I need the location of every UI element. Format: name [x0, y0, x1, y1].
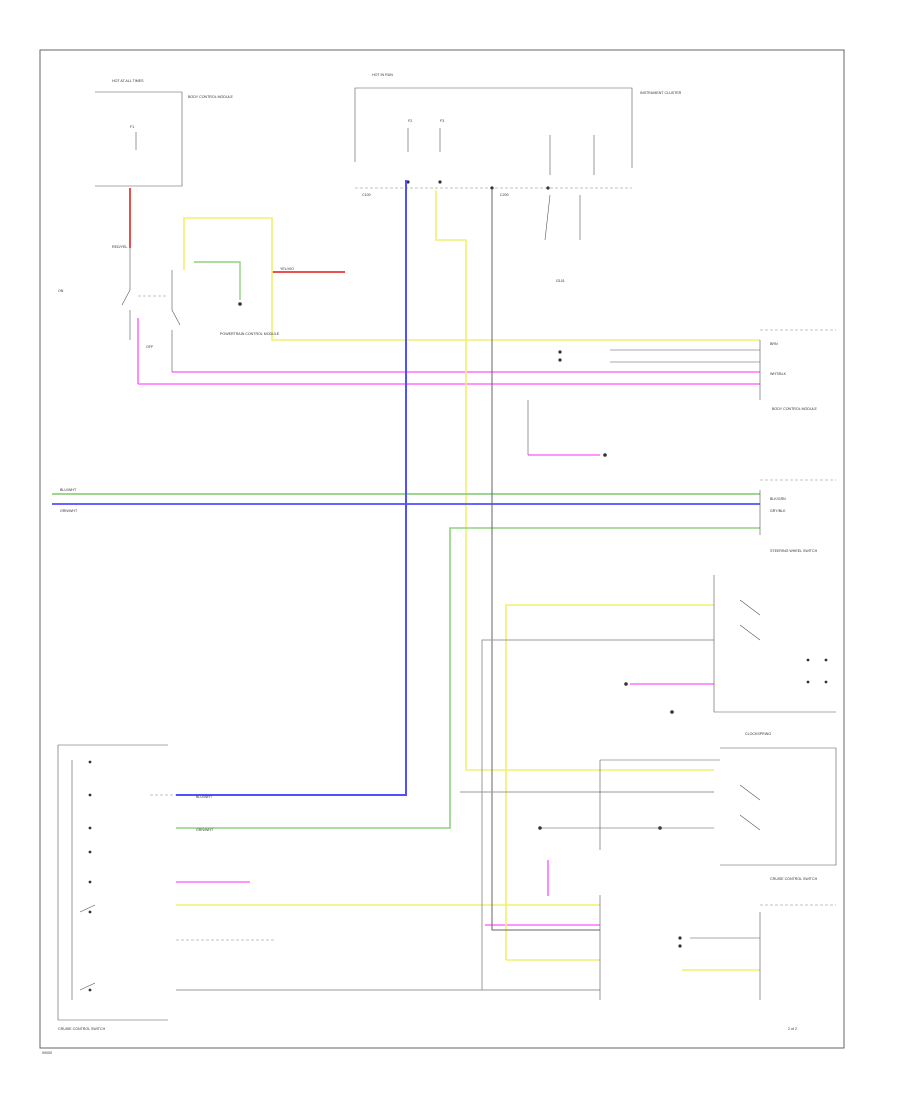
wire-label-red-yel: RED/YEL: [112, 245, 127, 249]
hot-at-all-times-label: HOT AT ALL TIMES: [112, 79, 144, 83]
wire-green-small: [194, 261, 241, 300]
wire-black-vertical: [491, 190, 600, 931]
wire-grey-right: [481, 639, 714, 990]
connector-box-bottom-right: 2 of 2: [599, 895, 836, 1031]
wire-label-grn: GRN/WHT: [196, 828, 214, 832]
wire-label-blu: BLU/WHT: [196, 795, 213, 799]
wire-yellow-vertical-center: [435, 190, 714, 771]
fuse-block-left: HOT AT ALL TIMES F1 BODY CONTROL MODULE: [95, 79, 234, 187]
switch-group-left: ON OFF POWERTRAIN CONTROL MODULE: [58, 248, 280, 372]
wire-label-yel-vio: YEL/VIO: [280, 267, 294, 271]
module-box-steering: STEERING WHEEL SWITCH: [624, 549, 836, 714]
module-label-cruise: CRUISE CONTROL SWITCH: [770, 877, 818, 881]
fuse-box-caption: INSTRUMENT CLUSTER: [640, 91, 682, 95]
wire-green-vertical: [176, 527, 760, 829]
fuse-label-f1: F1: [130, 125, 134, 129]
module-label-steering: STEERING WHEEL SWITCH: [770, 549, 818, 553]
wire-yellow-top-left: [183, 217, 760, 341]
hot-in-run-label: HOT IN RUN: [372, 73, 393, 77]
ground-label: G101: [556, 279, 565, 283]
switch-label-off: OFF: [146, 345, 154, 349]
table-row-label-2: WHT/BLK: [770, 372, 787, 376]
page-tag: 2 of 2: [788, 1027, 797, 1031]
bus-terminal-right: BLK/GRN GRY/BLK: [759, 479, 836, 535]
fuse-label-f3: F3: [440, 119, 444, 123]
module-label-bcm: BODY CONTROL MODULE: [772, 407, 818, 411]
bus-label-2: GRY/BLK: [770, 509, 786, 513]
switch-label-on: ON: [58, 289, 64, 293]
module-box-clockspring: CLOCKSPRING CRUISE CONTROL SWITCH: [538, 732, 837, 881]
connector-label-c100: C100: [362, 193, 371, 197]
wire-label-blu-wht: BLU/WHT: [60, 488, 77, 492]
wire-label-grn-wht: GRN/WHT: [60, 509, 78, 513]
connector-table-right: BRN WHT/BLK BODY CONTROL MODULE: [527, 329, 836, 457]
cruise-switch-bottom-left: CRUISE CONTROL SWITCH: [57, 744, 176, 1031]
wire-blue-vertical: [176, 180, 407, 796]
fuse-box-center: HOT IN RUN F2 F3 INSTRUMENT CLUSTER C100…: [354, 73, 682, 283]
module-label-pcm: POWERTRAIN CONTROL MODULE: [220, 332, 280, 336]
diagram-frame: [39, 49, 845, 1049]
bus-label-1: BLK/GRN: [770, 497, 786, 501]
wire-yellow-right: [505, 604, 714, 960]
footer-caption: CRUISE CONTROL SWITCH: [58, 1027, 106, 1031]
module-label-clockspring: CLOCKSPRING: [745, 732, 771, 736]
fuse-label-f2: F2: [408, 119, 412, 123]
table-row-label-1: BRN: [770, 342, 778, 346]
diagram-code: 09000: [42, 1051, 52, 1055]
fuse-block-caption: BODY CONTROL MODULE: [188, 95, 234, 99]
connector-label-c200: C200: [500, 193, 509, 197]
